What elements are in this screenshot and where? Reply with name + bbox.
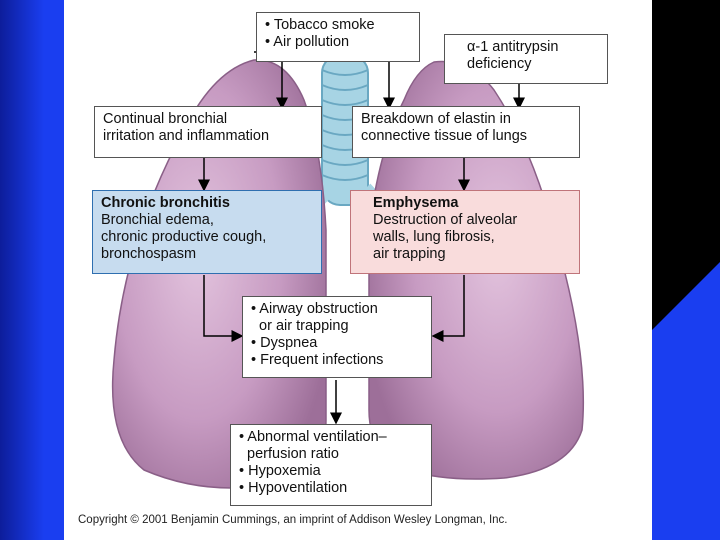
copyright-text: Copyright © 2001 Benjamin Cummings, an i…: [78, 514, 508, 526]
emphysema-line-3: air trapping: [373, 246, 446, 262]
elastin-line-2: connective tissue of lungs: [361, 128, 528, 144]
emphysema-line-1: Destruction of alveolar: [373, 212, 518, 228]
ventilation-line-3: • Hypoxemia: [239, 463, 321, 479]
elastin-line-1: Breakdown of elastin in: [361, 111, 511, 127]
arrow-bronchitis-to-obstruction: [203, 275, 244, 342]
causes-line-1: • Tobacco smoke: [265, 17, 375, 33]
box-antitrypsin: α-1 antitrypsin deficiency: [444, 34, 608, 84]
ventilation-line-4: • Hypoventilation: [239, 480, 348, 496]
irritation-line-1: Continual bronchial: [103, 111, 228, 127]
bronchitis-line-1: Bronchial edema,: [101, 212, 214, 228]
ventilation-line-1: • Abnormal ventilation–: [239, 429, 387, 445]
emphysema-line-2: walls, lung fibrosis,: [373, 229, 495, 245]
ventilation-line-2: perfusion ratio: [239, 446, 339, 462]
box-elastin: Breakdown of elastin in connective tissu…: [352, 106, 580, 158]
obstruction-line-2: or air trapping: [251, 318, 349, 334]
box-causes: • Tobacco smoke • Air pollution: [256, 12, 420, 62]
irritation-line-2: irritation and inflammation: [103, 128, 270, 144]
slide-panel: • Tobacco smoke • Air pollution α-1 anti…: [64, 0, 652, 540]
antitrypsin-line-2: deficiency: [467, 56, 532, 72]
box-abnormal-ventilation: • Abnormal ventilation– perfusion ratio …: [230, 424, 432, 506]
bronchitis-title: Chronic bronchitis: [101, 195, 230, 211]
emphysema-title: Emphysema: [373, 195, 459, 211]
causes-line-2: • Air pollution: [265, 34, 350, 50]
bronchitis-line-3: bronchospasm: [101, 246, 197, 262]
obstruction-line-4: • Frequent infections: [251, 352, 384, 368]
bronchitis-line-2: chronic productive cough,: [101, 229, 267, 245]
background-right-wedge: [652, 262, 720, 540]
box-chronic-bronchitis: Chronic bronchitis Bronchial edema, chro…: [92, 190, 322, 274]
antitrypsin-line-1: α-1 antitrypsin: [467, 39, 559, 55]
box-emphysema: Emphysema Destruction of alveolar walls,…: [350, 190, 580, 274]
box-airway-obstruction: • Airway obstruction or air trapping • D…: [242, 296, 432, 378]
background-left-shade: [0, 0, 44, 540]
arrow-emphysema-to-obstruction: [431, 275, 465, 342]
box-irritation: Continual bronchial irritation and infla…: [94, 106, 322, 158]
obstruction-line-1: • Airway obstruction: [251, 301, 378, 317]
obstruction-line-3: • Dyspnea: [251, 335, 318, 351]
